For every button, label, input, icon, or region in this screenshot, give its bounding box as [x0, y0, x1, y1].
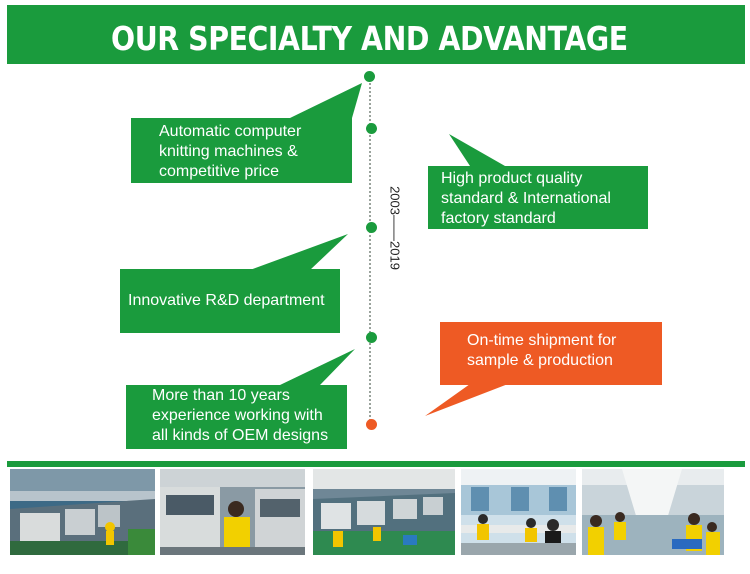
advantage-line: standard & International: [441, 190, 611, 207]
advantage-line: knitting machines &: [159, 143, 298, 160]
factory-photo: [582, 469, 724, 555]
page-title: OUR SPECIALTY AND ADVANTAGE: [111, 19, 628, 58]
advantage-line: competitive price: [159, 163, 280, 180]
callout-tail-5: [280, 349, 355, 385]
factory-photo: [461, 469, 576, 555]
timeline-years: 2003——2019: [383, 182, 407, 274]
factory-photo: [160, 469, 305, 555]
callout-tail-4: [425, 384, 508, 416]
timeline-dot: [366, 332, 377, 343]
factory-photo: [313, 469, 455, 555]
timeline-dot: [364, 71, 375, 82]
factory-photo: [10, 469, 155, 555]
timeline-dot: [366, 123, 377, 134]
timeline-line: [369, 76, 371, 424]
advantage-line: all kinds of OEM designs: [152, 427, 329, 444]
advantage-line: Innovative R&D department: [128, 292, 325, 309]
callout-tail-1: [290, 83, 362, 118]
advantage-card-quality-standard: High product quality standard & Internat…: [428, 166, 648, 229]
advantage-card-on-time-shipment: On-time shipment for sample & production: [440, 322, 662, 385]
advantage-card-oem-experience: More than 10 years experience working wi…: [126, 385, 347, 449]
callout-tail-2: [449, 134, 505, 166]
advantage-line: Automatic computer: [159, 123, 302, 140]
advantage-line: More than 10 years: [152, 387, 290, 404]
timeline-dot: [366, 222, 377, 233]
callout-tail-3: [250, 234, 348, 270]
advantage-card-rd-department: Innovative R&D department: [120, 269, 340, 333]
advantage-line: On-time shipment for: [467, 332, 617, 349]
photo-strip-divider: [7, 461, 745, 467]
advantage-line: factory standard: [441, 210, 556, 227]
advantage-line: High product quality: [441, 170, 583, 187]
advantage-line: experience working with: [152, 407, 323, 424]
timeline-end-dot: [366, 419, 377, 430]
advantage-card-automatic-machines: Automatic computer knitting machines & c…: [131, 118, 352, 183]
timeline-years-label: 2003——2019: [387, 186, 403, 270]
title-banner: OUR SPECIALTY AND ADVANTAGE: [7, 5, 745, 64]
advantage-line: sample & production: [467, 352, 613, 369]
